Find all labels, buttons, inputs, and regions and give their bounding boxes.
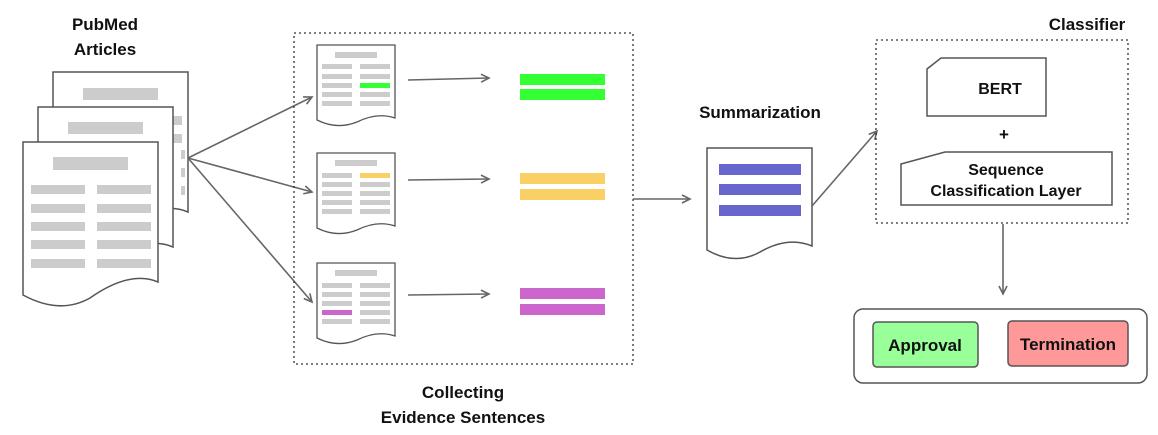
evidence-sentences-purple	[520, 288, 605, 315]
pubmed-articles-stack	[22, 71, 189, 307]
approval-label: Approval	[888, 336, 962, 355]
arrow-doc3-to-evidence	[407, 289, 491, 299]
classifier-box	[875, 39, 1129, 224]
evidence-sentences-green	[520, 74, 605, 100]
classifier-label: Classifier	[1049, 15, 1126, 34]
summarization-label: Summarization	[699, 103, 821, 122]
sequence-label-line1: Sequence	[968, 162, 1044, 179]
termination-label: Termination	[1020, 335, 1116, 354]
arrow-articles-to-doc3	[187, 157, 314, 304]
termination-outcome: Termination	[1007, 320, 1129, 367]
bert-label: BERT	[978, 81, 1022, 98]
sequence-label-line2: Classification Layer	[930, 183, 1081, 200]
collecting-label-line1: Collecting	[422, 383, 504, 402]
pubmed-label-line2: Articles	[74, 40, 136, 59]
collecting-label-line2: Evidence Sentences	[381, 408, 545, 427]
arrow-doc1-to-evidence	[407, 73, 491, 83]
evidence-doc-3	[316, 262, 396, 345]
bert-box: BERT	[926, 57, 1047, 117]
arrow-articles-to-doc1	[187, 96, 314, 159]
sequence-classification-layer-box: Sequence Classification Layer	[900, 151, 1113, 206]
arrow-doc2-to-evidence	[407, 174, 491, 184]
pubmed-label-line1: PubMed	[72, 15, 138, 34]
article-page-front	[22, 141, 159, 307]
summary-document	[706, 147, 813, 260]
arrow-articles-to-doc2	[187, 157, 314, 195]
plus-sign: +	[999, 125, 1009, 144]
evidence-doc-2	[316, 152, 396, 235]
approval-outcome: Approval	[872, 321, 979, 368]
evidence-sentences-yellow	[520, 173, 605, 200]
arrow-summary-to-classifier	[811, 129, 879, 207]
evidence-doc-1	[316, 44, 396, 127]
